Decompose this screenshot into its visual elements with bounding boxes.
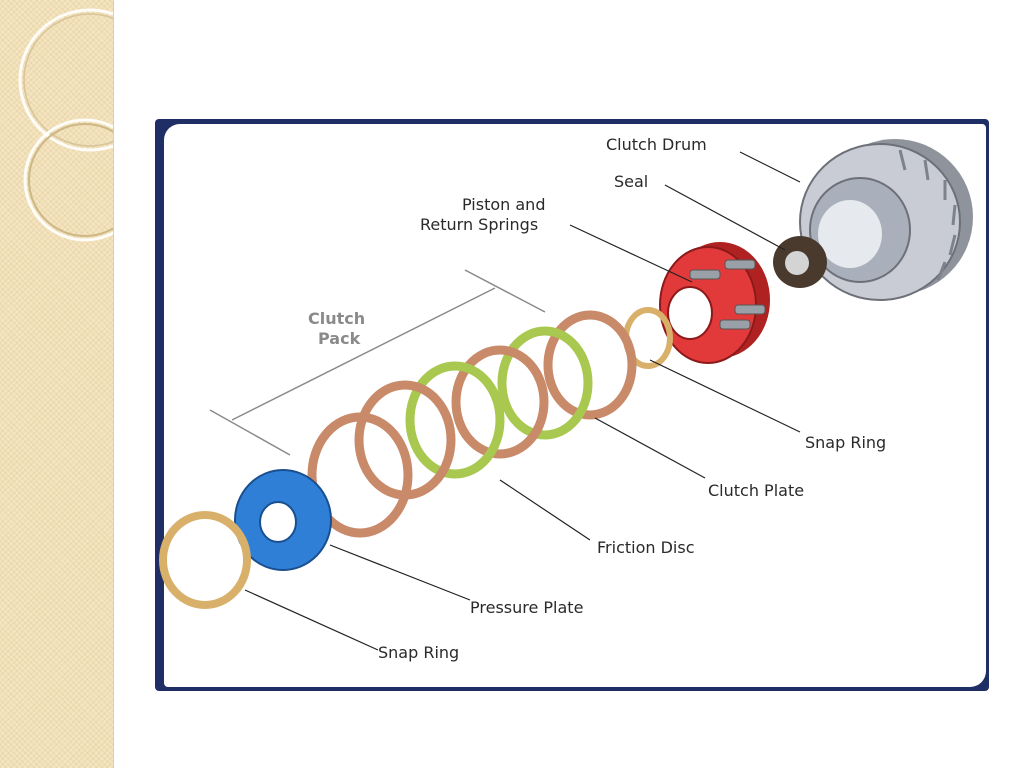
snap-ring-left-shape bbox=[159, 511, 251, 609]
label-snap-ring-left: Snap Ring bbox=[378, 643, 459, 662]
label-pressure-plate: Pressure Plate bbox=[470, 598, 583, 617]
label-clutch-plate: Clutch Plate bbox=[708, 481, 804, 500]
label-clutch-pack-line1: Clutch bbox=[308, 309, 365, 328]
label-clutch-drum: Clutch Drum bbox=[606, 135, 707, 154]
label-snap-ring-right: Snap Ring bbox=[805, 433, 886, 452]
decorative-rings bbox=[18, 8, 113, 242]
clutch-drum-shape bbox=[799, 139, 973, 301]
seal-shape bbox=[773, 236, 827, 288]
pressure-plate-shape bbox=[234, 469, 332, 571]
label-clutch-pack-line2: Pack bbox=[318, 329, 361, 348]
label-piston-line2: Return Springs bbox=[420, 215, 538, 234]
label-seal: Seal bbox=[614, 172, 648, 191]
clutch-pack-plates bbox=[307, 310, 637, 538]
label-piston-line1: Piston and bbox=[462, 195, 545, 214]
clutch-pack-bracket bbox=[209, 269, 546, 456]
label-friction-disc: Friction Disc bbox=[597, 538, 695, 557]
piston-shape bbox=[659, 242, 770, 364]
leader-lines bbox=[244, 151, 801, 651]
